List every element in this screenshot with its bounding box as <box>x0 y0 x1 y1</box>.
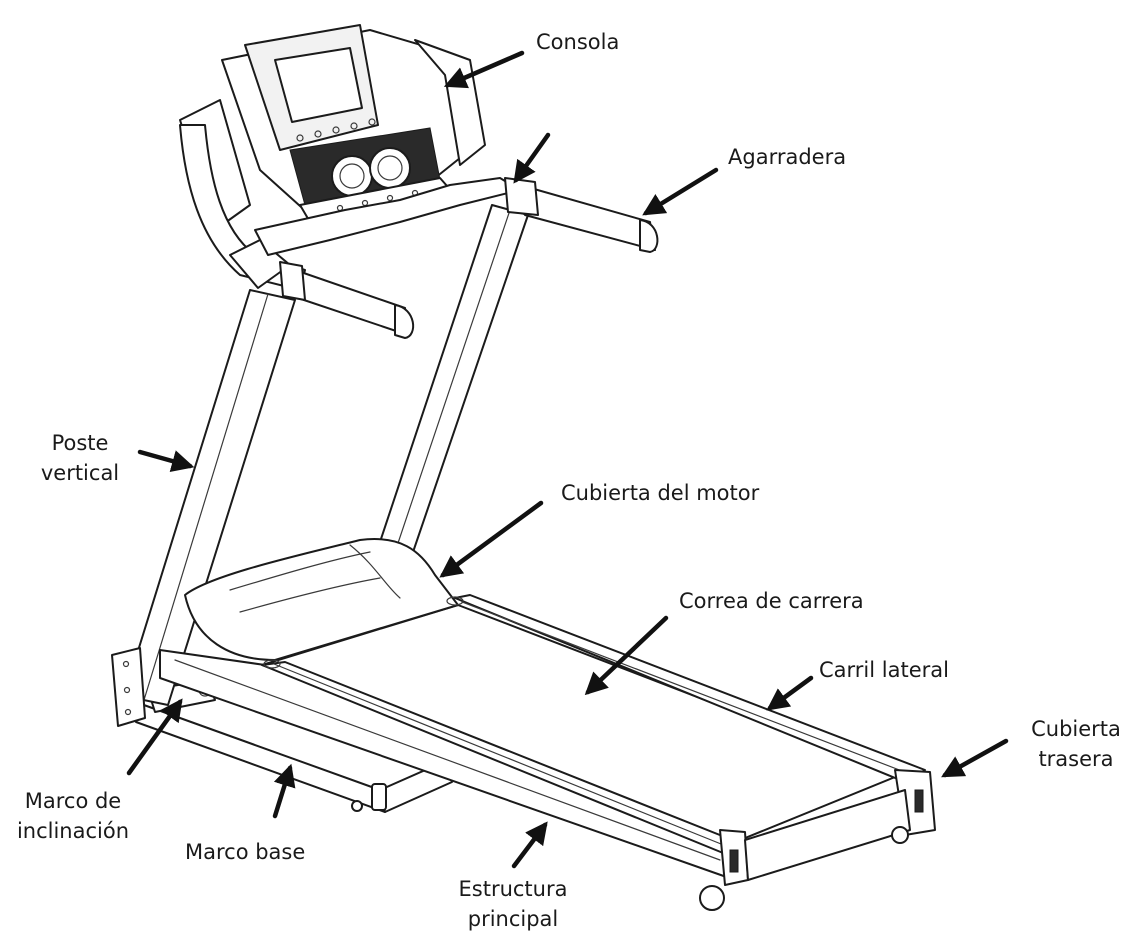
arrow-poste-vertical <box>137 449 195 472</box>
arrow-marco-base <box>272 763 296 819</box>
arrow-consola <box>443 50 525 89</box>
arrow-console-connector <box>513 132 551 184</box>
arrow-cubierta-trasera <box>941 738 1009 778</box>
motor-cover <box>184 538 464 669</box>
arrow-cubierta-motor <box>439 500 544 578</box>
label-poste-vertical: Poste vertical <box>40 431 120 485</box>
label-carril-lateral: Carril lateral <box>819 658 949 682</box>
handlebar <box>179 124 659 339</box>
arrow-correa-carrera <box>584 615 669 696</box>
left-upright-post <box>111 289 296 727</box>
arrow-marco-inclinacion <box>126 698 183 776</box>
console-buttons <box>296 118 376 142</box>
label-consola: Consola <box>536 30 620 54</box>
label-marco-base: Marco base <box>185 840 306 864</box>
label-estructura-principal: Estructura principal <box>458 877 568 931</box>
label-marco-inclinacion: Marco de inclinación <box>16 789 130 843</box>
right-upright-post <box>377 204 529 556</box>
label-cubierta-motor: Cubierta del motor <box>561 481 760 505</box>
pointer-arrows <box>126 50 1009 869</box>
deck <box>159 594 936 911</box>
arrow-carril-lateral <box>766 675 814 711</box>
arrow-estructura-principal <box>511 821 548 869</box>
label-agarradera: Agarradera <box>728 145 847 169</box>
label-correa-carrera: Correa de carrera <box>679 589 864 613</box>
label-cubierta-trasera: Cubierta trasera <box>1031 717 1121 771</box>
arrow-agarradera <box>642 167 719 216</box>
